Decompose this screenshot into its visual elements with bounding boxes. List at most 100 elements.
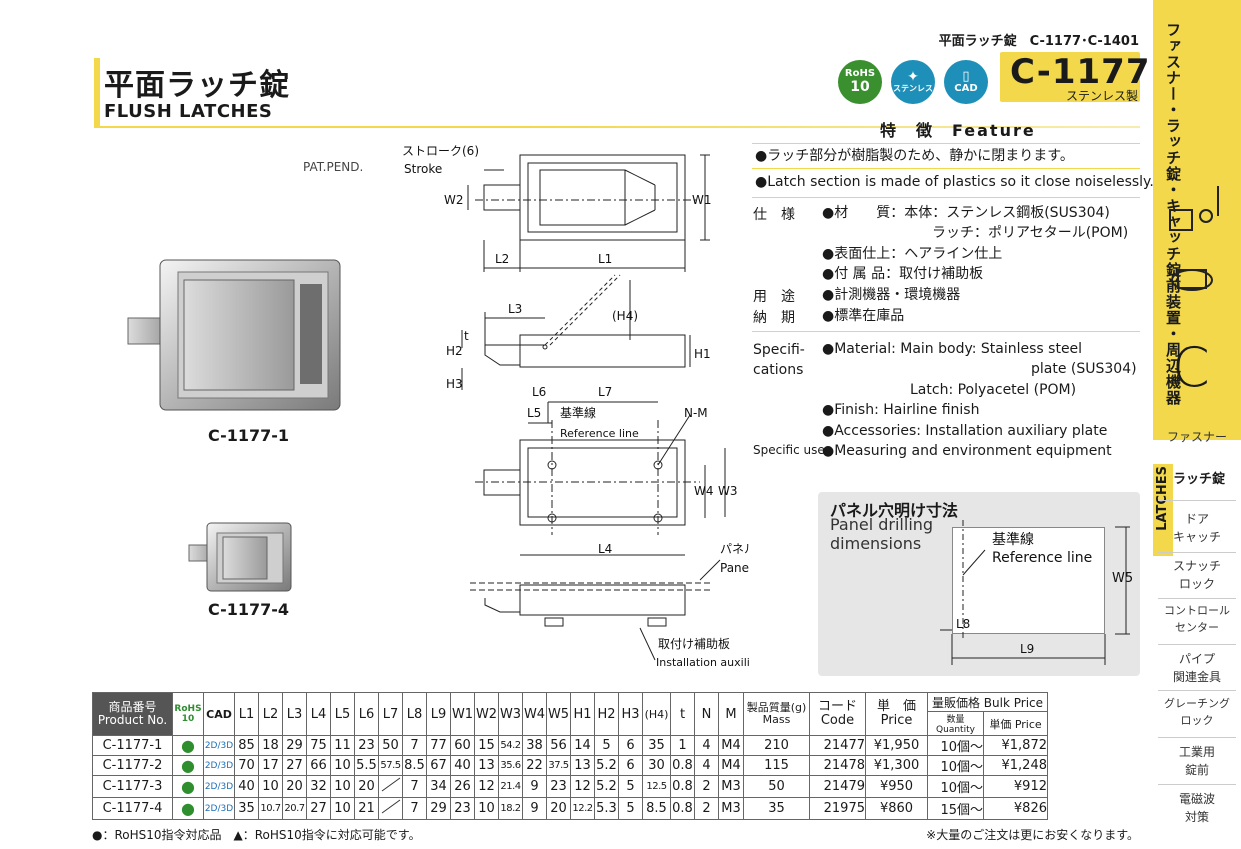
sidebar-divider xyxy=(1158,737,1236,738)
table-cell: ¥1,248 xyxy=(983,755,1048,776)
col-w2: W2 xyxy=(474,692,499,736)
feature-divider xyxy=(752,168,1140,169)
table-cell: 5.2 xyxy=(594,755,619,776)
table-cell: M4 xyxy=(718,755,744,776)
dim-l7: L7 xyxy=(598,385,612,399)
page-title-jp: 平面ラッチ錠 xyxy=(104,68,290,103)
spec-en-finish: ●Finish: Hairline finish xyxy=(822,402,980,418)
stroke-label-jp: ストローク(6) xyxy=(402,144,479,158)
feature-divider xyxy=(752,331,1140,332)
table-cell: 2 xyxy=(694,775,719,798)
ref-line-en: Reference line xyxy=(560,427,639,440)
document-icon: ▯ xyxy=(962,68,970,84)
page-title-en: FLUSH LATCHES xyxy=(104,101,273,122)
col-product-no: 商品番号 Product No. xyxy=(92,692,173,736)
table-cell: M3 xyxy=(718,775,744,798)
sidebar-divider xyxy=(1158,784,1236,785)
col-h4: (H4) xyxy=(642,692,671,736)
table-cell: 37.5 xyxy=(546,755,571,776)
sidebar-item-snatch-lock[interactable]: スナッチ ロック xyxy=(1172,559,1221,591)
stroke-label-en: Stroke xyxy=(404,162,442,176)
col-w3: W3 xyxy=(498,692,523,736)
table-cell: 5 xyxy=(618,775,643,798)
col-l7: L7 xyxy=(378,692,403,736)
table-cell: 4 xyxy=(694,735,719,756)
panel-dim-l8: L8 xyxy=(956,617,970,631)
use-text-en: ●Measuring and environment equipment xyxy=(822,443,1112,459)
col-l5: L5 xyxy=(330,692,355,736)
col-code: コード Code xyxy=(809,692,866,736)
spec-en-latch: Latch: Polyacetel (POM) xyxy=(910,382,1077,398)
panel-ref-jp: 基準線 xyxy=(992,531,1034,548)
sidebar-item-door-catch[interactable]: ドア キャッチ xyxy=(1172,512,1221,544)
spec-jp-accessory: ●付 属 品：取付け補助板 xyxy=(822,266,984,282)
use-text-jp: ●計測機器・環境機器 xyxy=(822,287,961,303)
table-cell: 27 xyxy=(306,797,331,820)
ref-line-jp: 基準線 xyxy=(560,405,596,420)
table-cell: 21477 xyxy=(809,735,866,756)
sidebar-item-industrial-lock[interactable]: 工業用 錠前 xyxy=(1178,745,1215,777)
col-l1: L1 xyxy=(234,692,259,736)
table-cell: 6 xyxy=(618,735,643,756)
col-t: t xyxy=(670,692,695,736)
col-bulk-qty: 数量 Quantity xyxy=(927,711,984,736)
spec-en-plate: plate (SUS304) xyxy=(1031,361,1137,377)
table-cell: 6 xyxy=(618,755,643,776)
sidebar-item-fastener[interactable]: ファスナー xyxy=(1166,430,1227,444)
table-cell: 60 xyxy=(450,735,475,756)
dim-h3: H3 xyxy=(446,377,463,391)
latch-product-icon xyxy=(1169,186,1219,291)
table-cell: 2D/3D xyxy=(203,755,235,776)
spec-en-material: ●Material: Main body: Stainless steel xyxy=(822,341,1083,357)
star-icon: ✦ xyxy=(907,69,919,86)
rohs-badge-bottom: 10 xyxy=(850,78,870,95)
table-cell: 56 xyxy=(546,735,571,756)
table-cell: ¥1,950 xyxy=(865,735,928,756)
table-cell: 12 xyxy=(570,775,595,798)
feature-divider xyxy=(752,143,1140,144)
sidebar-item-control-center[interactable]: コントロール センター xyxy=(1164,604,1230,634)
feature-text-jp: ●ラッチ部分が樹脂製のため、静かに閉まります。 xyxy=(755,148,1074,164)
sidebar-item-emi[interactable]: 電磁波 対策 xyxy=(1178,792,1215,824)
table-cell: ● xyxy=(172,797,204,820)
cad-badge-label: CAD xyxy=(954,82,978,94)
table-cell: 10.7 xyxy=(258,797,283,820)
section-letter: C xyxy=(1172,336,1210,399)
sidebar-item-pipe-fittings[interactable]: パイプ 関連金具 xyxy=(1172,652,1221,684)
sidebar-item-grating-lock[interactable]: グレーチング ロック xyxy=(1164,697,1230,727)
dim-w3: W3 xyxy=(718,484,738,498)
table-cell: 21.4 xyxy=(498,775,523,798)
title-accent-bar xyxy=(94,58,100,128)
table-cell: 5.2 xyxy=(594,775,619,798)
table-cell: ● xyxy=(172,755,204,776)
table-cell: 13 xyxy=(570,755,595,776)
table-cell: 7 xyxy=(402,797,427,820)
table-cell: 9 xyxy=(522,775,547,798)
rohs-badge: RoHS 10 xyxy=(838,60,882,104)
table-cell: 18 xyxy=(258,735,283,756)
sidebar-divider xyxy=(1158,552,1236,553)
panel-title-en: Panel drilling dimensions xyxy=(830,515,934,554)
table-cell: 35 xyxy=(743,797,810,820)
sidebar-item-latch-lock[interactable]: ラッチ錠 xyxy=(1173,472,1226,487)
table-cell: 35.6 xyxy=(498,755,523,776)
panel-title-jp: パネル穴明け寸法 xyxy=(830,501,959,520)
table-cell: 21478 xyxy=(809,755,866,776)
table-cell xyxy=(378,775,403,798)
table-cell: 70 xyxy=(234,755,259,776)
table-cell: 12.5 xyxy=(642,775,671,798)
product-photo-c1177-4 xyxy=(188,522,292,592)
table-cell: C-1177-4 xyxy=(92,797,173,820)
table-cell: 5.3 xyxy=(594,797,619,820)
col-cad: CAD xyxy=(203,692,235,736)
model-code: C-1177 xyxy=(1010,52,1151,92)
rohs-badge-top: RoHS xyxy=(844,68,876,80)
col-h2: H2 xyxy=(594,692,619,736)
table-cell: 15 xyxy=(474,735,499,756)
col-rohs: RoHS 10 xyxy=(172,692,204,736)
delivery-text: ●標準在庫品 xyxy=(822,308,905,324)
table-cell: 9 xyxy=(522,797,547,820)
table-cell: 0.8 xyxy=(670,755,695,776)
panel-dim-w5: W5 xyxy=(1112,571,1133,586)
